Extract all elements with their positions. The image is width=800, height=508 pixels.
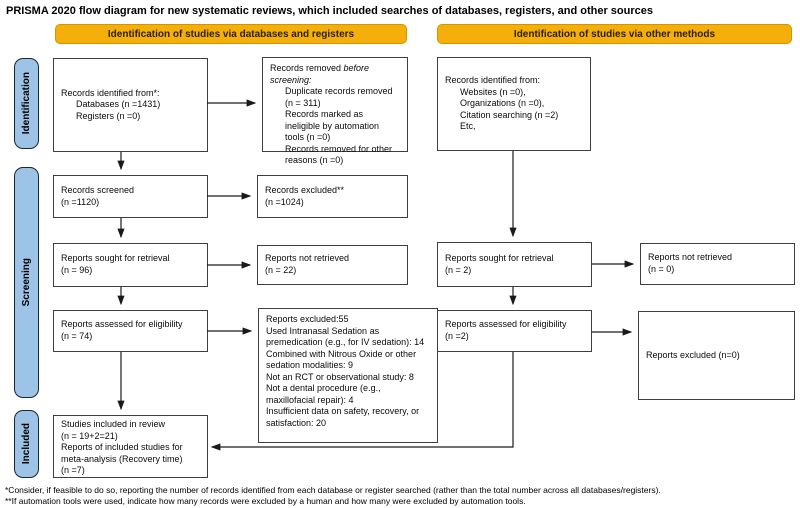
stage-label-text: Included bbox=[21, 423, 32, 465]
text-line: Organizations (n =0), bbox=[460, 98, 545, 109]
text-line: (n = 2) bbox=[445, 264, 472, 275]
text-fragment-italic: before screening: bbox=[270, 63, 370, 85]
stage-label-text: Screening bbox=[21, 258, 32, 307]
text-line: Etc, bbox=[460, 121, 476, 132]
header-databases-registers: Identification of studies via databases … bbox=[55, 24, 407, 44]
text-line: (n =2) bbox=[445, 331, 469, 341]
text-line: Citation searching (n =2) bbox=[460, 109, 559, 120]
box-studies-included: Studies included in review (n = 19+2=21)… bbox=[53, 415, 208, 478]
box-records-identified-other: Records identified from: Websites (n =0)… bbox=[437, 57, 591, 151]
text-line: Websites (n =0), bbox=[460, 86, 526, 97]
text-line: Reports not retrieved bbox=[648, 252, 733, 263]
text-line: (n =1024) bbox=[265, 196, 304, 207]
text-line: Reports sought for retrieval bbox=[61, 253, 170, 264]
text-line: (n = 0) bbox=[648, 264, 675, 274]
text-line: Used Intranasal Sedation as premedicatio… bbox=[266, 325, 425, 348]
text-line: Records marked as ineligible by automati… bbox=[285, 109, 380, 143]
text-line: (n = 74) bbox=[61, 331, 93, 341]
box-reports-assessed-databases: Reports assessed for eligibility (n = 74… bbox=[53, 310, 208, 352]
text-line: (n = 22) bbox=[265, 265, 297, 275]
text-fragment: Records removed bbox=[270, 63, 344, 73]
stage-label-text: Identification bbox=[21, 72, 32, 135]
footnote-1: *Consider, if feasible to do so, reporti… bbox=[5, 485, 661, 495]
text-line: Reports assessed for eligibility bbox=[445, 319, 567, 330]
footnote-2: **If automation tools were used, indicat… bbox=[5, 496, 526, 506]
stage-label-screening: Screening bbox=[14, 167, 39, 398]
box-reports-sought-databases: Reports sought for retrieval (n = 96) bbox=[53, 243, 208, 287]
text-line: Reports sought for retrieval bbox=[445, 252, 554, 263]
text-line: Not a dental procedure (e.g., maxillofac… bbox=[266, 383, 381, 405]
header-other-methods: Identification of studies via other meth… bbox=[437, 24, 792, 44]
stage-label-included: Included bbox=[14, 410, 39, 478]
box-reports-excluded-other: Reports excluded (n=0) bbox=[638, 311, 795, 400]
text-line: Records screened bbox=[61, 184, 135, 195]
text-line: Databases (n =1431) bbox=[76, 99, 161, 110]
text-line: (n = 96) bbox=[61, 265, 93, 275]
box-records-excluded: Records excluded** (n =1024) bbox=[257, 175, 408, 218]
box-reports-not-retrieved-databases: Reports not retrieved (n = 22) bbox=[257, 245, 408, 285]
box-reports-excluded-reasons: Reports excluded:55 Used Intranasal Seda… bbox=[258, 308, 438, 443]
text-line: Reports excluded (n=0) bbox=[646, 349, 740, 360]
box-records-removed: Records removed before screening: Duplic… bbox=[262, 57, 408, 165]
box-records-screened: Records screened (n =1120) bbox=[53, 175, 208, 218]
text-line: Records excluded** bbox=[265, 184, 345, 195]
text-line: Records identified from: bbox=[445, 75, 541, 86]
text-line: (n =7) bbox=[61, 465, 85, 476]
page-title: PRISMA 2020 flow diagram for new systema… bbox=[6, 5, 653, 17]
text-line: Not an RCT or observational study: 8 bbox=[266, 371, 414, 382]
text-line: Records identified from*: bbox=[61, 87, 160, 98]
text-line: (n =1120) bbox=[61, 196, 100, 207]
text-line: Studies included in review bbox=[61, 419, 166, 429]
text-line: (n = 19+2=21) bbox=[61, 430, 118, 441]
text-line: Reports excluded:55 bbox=[266, 314, 349, 324]
stage-label-identification: Identification bbox=[14, 58, 39, 149]
box-records-identified-databases: Records identified from*: Databases (n =… bbox=[53, 58, 208, 152]
text-line: Records removed for other reasons (n =0) bbox=[285, 143, 393, 166]
text-line: Registers (n =0) bbox=[76, 110, 141, 121]
box-reports-assessed-other: Reports assessed for eligibility (n =2) bbox=[437, 310, 592, 352]
text-line: Reports assessed for eligibility bbox=[61, 319, 183, 330]
text-line: Insufficient data on safety, recovery, o… bbox=[266, 406, 420, 428]
box-reports-sought-other: Reports sought for retrieval (n = 2) bbox=[437, 242, 592, 287]
text-line: Records removed before screening: bbox=[270, 63, 400, 86]
box-reports-not-retrieved-other: Reports not retrieved (n = 0) bbox=[640, 243, 795, 285]
text-line: Reports of included studies for meta-ana… bbox=[61, 442, 183, 464]
text-line: Duplicate records removed (n = 311) bbox=[285, 86, 393, 108]
text-line: Combined with Nitrous Oxide or other sed… bbox=[266, 348, 417, 371]
text-line: Reports not retrieved bbox=[265, 253, 350, 264]
